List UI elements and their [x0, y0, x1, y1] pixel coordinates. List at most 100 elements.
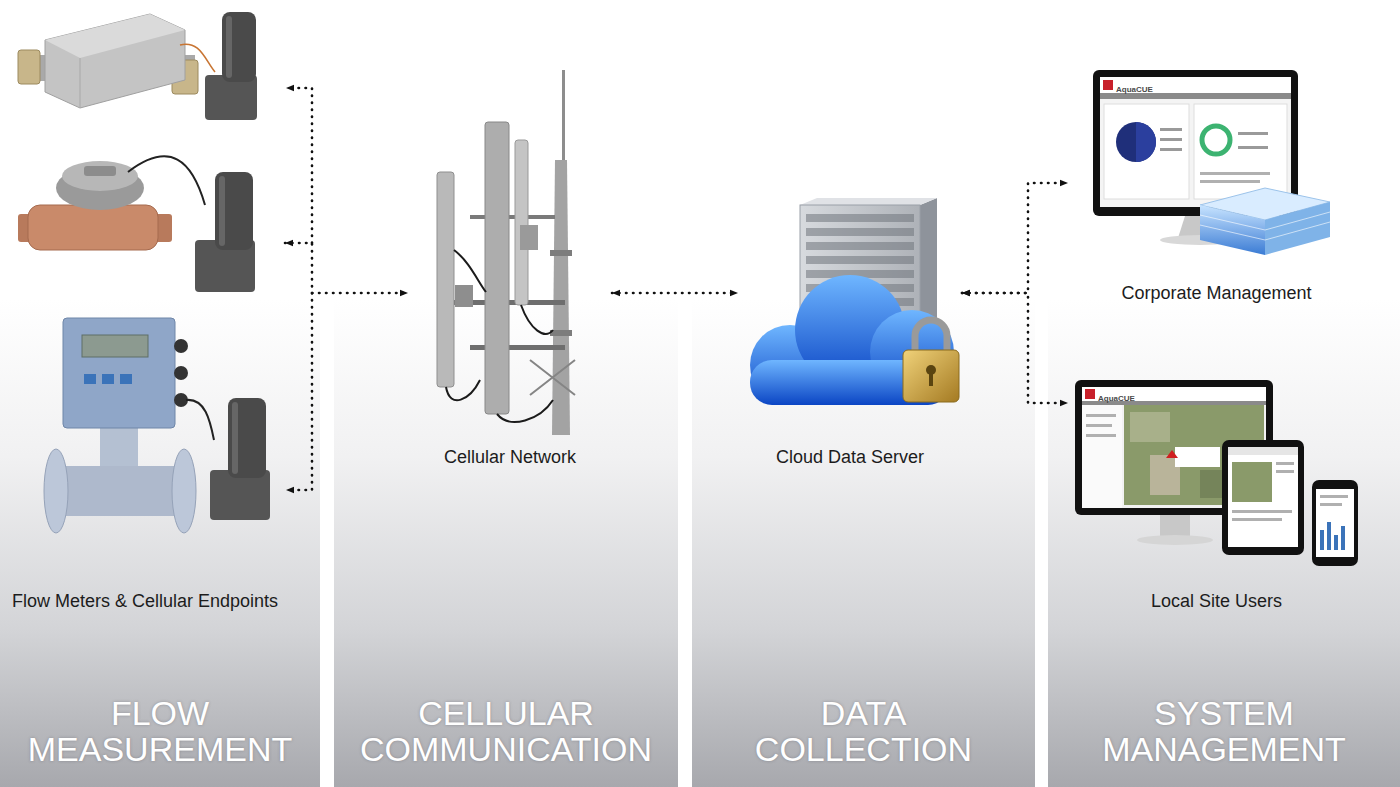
- magnetic-flow-meter: [82, 335, 148, 357]
- cellular-endpoint: [215, 172, 253, 250]
- magnetic-flow-meter: [174, 366, 188, 380]
- cellular-endpoint: [226, 16, 232, 78]
- corporate-monitor: [1194, 104, 1287, 199]
- screen-logo-label: AquaCUE: [1098, 387, 1135, 405]
- component-caption: Local Site Users: [1151, 590, 1282, 612]
- cell-tower: [552, 160, 570, 435]
- stage-heading: CELLULAR COMMUNICATION: [341, 695, 671, 767]
- server-rack: [806, 228, 914, 236]
- component-caption: Cloud Data Server: [776, 446, 924, 468]
- cellular-endpoint: [219, 176, 225, 246]
- tablet-device: [1222, 440, 1304, 555]
- desktop-monitor: [1086, 424, 1112, 427]
- desktop-monitor: [1175, 447, 1220, 467]
- server-rack: [806, 256, 914, 264]
- cellular-endpoint: [228, 398, 266, 478]
- data-link: [962, 183, 1068, 293]
- meter-bus-line: [286, 88, 312, 243]
- tablet-device: [1276, 462, 1294, 465]
- magnetic-flow-meter: [63, 318, 175, 428]
- magnetic-flow-meter: [172, 449, 196, 533]
- cell-tower: [521, 305, 553, 334]
- positive-displacement-meter: [62, 161, 138, 191]
- corporate-monitor: [1160, 128, 1182, 131]
- smartphone: [1312, 480, 1358, 566]
- ultrasonic-meter: [180, 44, 215, 72]
- office-building: [1265, 202, 1330, 255]
- positive-displacement-meter: [84, 166, 116, 176]
- smartphone: [1312, 480, 1358, 566]
- data-link: [285, 243, 408, 293]
- magnetic-flow-meter: [120, 374, 132, 384]
- positive-displacement-meter: [18, 156, 205, 250]
- data-link: [612, 292, 738, 295]
- corporate-monitor: [1202, 126, 1230, 154]
- cell-tower: [530, 360, 575, 395]
- stage-heading: DATA COLLECTION: [734, 695, 994, 767]
- cell-tower: [470, 345, 565, 350]
- cell-tower: [562, 70, 565, 165]
- padlock-icon: [915, 320, 947, 352]
- magnetic-flow-meter: [52, 466, 188, 516]
- cellular-endpoint: [195, 172, 255, 292]
- magnetic-flow-meter: [100, 426, 138, 472]
- cell-tower: [446, 380, 480, 400]
- positive-displacement-meter: [128, 156, 205, 205]
- office-building: [1200, 205, 1265, 255]
- smartphone: [1320, 503, 1342, 506]
- corporate-monitor: [1103, 80, 1113, 90]
- cell-tower: [437, 172, 454, 387]
- office-building: [1200, 188, 1330, 255]
- desktop-monitor: [1137, 535, 1213, 545]
- corporate-monitor: [1100, 77, 1291, 207]
- cell-tower: [515, 140, 528, 305]
- corporate-monitor: [1100, 77, 1291, 93]
- tablet-device: [1222, 440, 1304, 555]
- corporate-monitor: [1116, 122, 1156, 162]
- stage-heading: SYSTEM MANAGEMENT: [1059, 695, 1389, 767]
- magnetic-flow-meter: [186, 400, 214, 440]
- padlock-icon: [903, 320, 959, 402]
- corporate-monitor: [1238, 132, 1268, 135]
- component-caption: Corporate Management: [1121, 282, 1311, 304]
- smartphone: [1327, 522, 1331, 550]
- smartphone: [1320, 530, 1324, 550]
- corporate-monitor: [1200, 172, 1270, 175]
- cellular-endpoint: [205, 12, 257, 120]
- desktop-monitor: [1130, 412, 1170, 442]
- tablet-device: [1232, 462, 1272, 502]
- tablet-device: [1276, 470, 1294, 473]
- corporate-monitor: [1136, 122, 1156, 162]
- magnetic-flow-meter: [44, 318, 214, 533]
- cell-tower: [550, 250, 572, 256]
- ultrasonic-meter: [45, 14, 185, 58]
- padlock-icon: [929, 372, 933, 386]
- screen-logo-label: AquaCUE: [1116, 78, 1153, 96]
- padlock-icon: [903, 350, 959, 402]
- smartphone: [1341, 526, 1345, 550]
- corporate-monitor: [1160, 138, 1182, 141]
- cellular-endpoint: [232, 402, 238, 474]
- desktop-monitor: [1166, 450, 1178, 458]
- cell-tower: [437, 70, 575, 435]
- positive-displacement-meter: [28, 205, 158, 250]
- office-building: [1200, 212, 1330, 240]
- tablet-device: [1228, 447, 1298, 547]
- smartphone: [1316, 489, 1354, 557]
- server-rack: [806, 242, 914, 250]
- ultrasonic-meter: [80, 58, 81, 108]
- magnetic-flow-meter: [84, 374, 96, 384]
- ultrasonic-meter: [18, 14, 215, 108]
- server-rack: [806, 214, 914, 222]
- app-logo-text: AquaCUE: [1116, 85, 1153, 94]
- meter-bus-line: [286, 293, 312, 490]
- cell-tower: [520, 225, 538, 250]
- cellular-endpoint: [210, 398, 270, 520]
- app-logo-text: AquaCUE: [1098, 394, 1135, 403]
- corporate-monitor: [1160, 148, 1182, 151]
- component-caption: Flow Meters & Cellular Endpoints: [12, 590, 278, 612]
- cell-tower: [497, 400, 553, 422]
